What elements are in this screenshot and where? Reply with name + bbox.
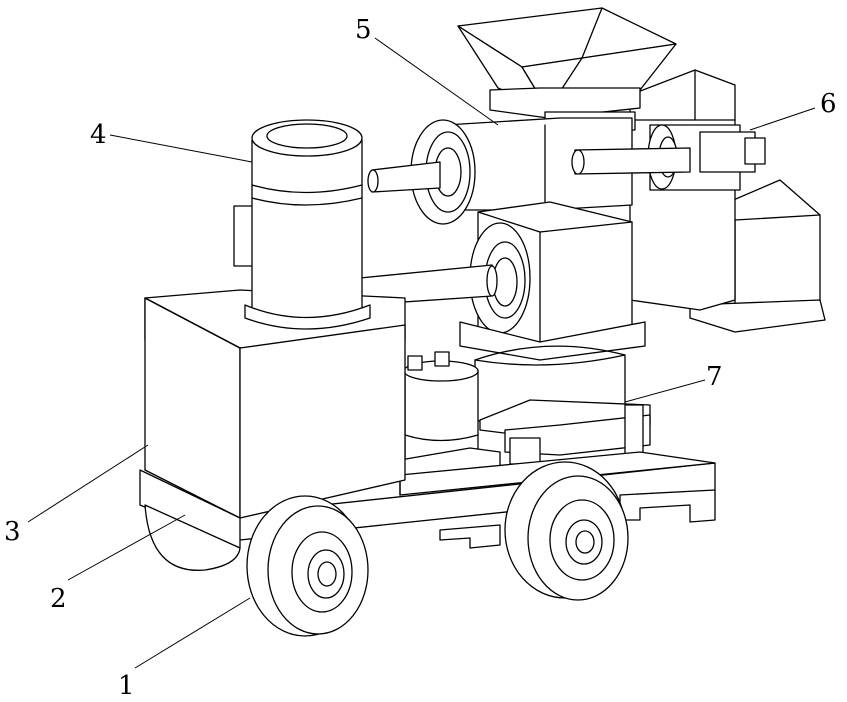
callout-4: 4 (90, 120, 107, 150)
leader-line-4 (110, 135, 252, 162)
reducer-unit (460, 322, 650, 464)
callout-2: 2 (50, 584, 67, 614)
callout-3: 3 (4, 517, 21, 547)
leader-line-7 (625, 380, 705, 402)
leader-line-1 (135, 598, 250, 668)
leader-line-3 (28, 445, 148, 522)
callout-7: 7 (706, 362, 723, 392)
callout-1: 1 (118, 671, 135, 701)
leader-line-6 (750, 108, 815, 130)
vertical-motor (234, 120, 370, 329)
callout-6: 6 (820, 89, 837, 119)
callout-5: 5 (355, 15, 372, 45)
